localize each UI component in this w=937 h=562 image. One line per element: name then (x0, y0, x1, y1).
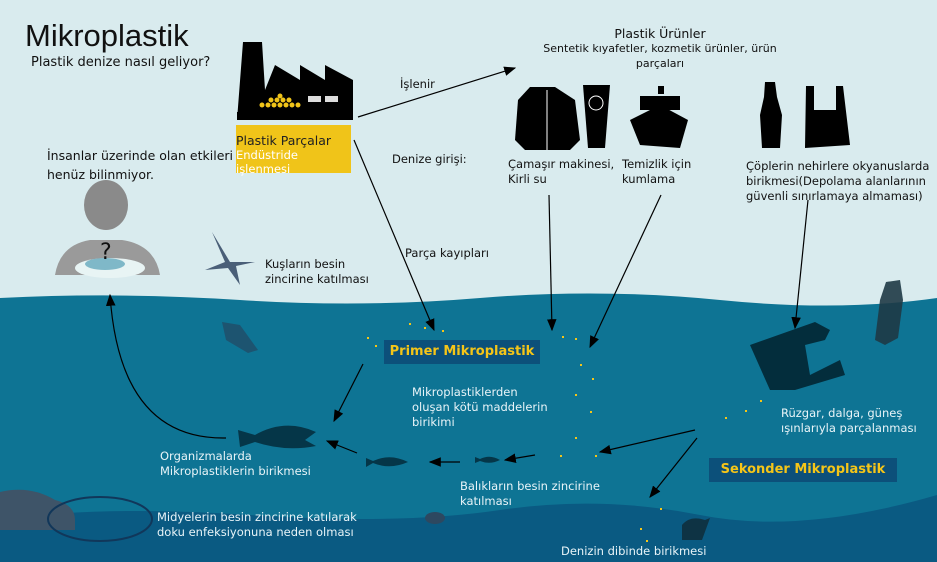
page-subtitle: Plastik denize nasıl geliyor? (31, 55, 211, 70)
debris-icon (222, 322, 258, 353)
ship-icon (630, 86, 688, 148)
primary-microplastic-box: Primer Mikroplastik (384, 340, 540, 364)
products-subtitle: Sentetik kıyafetler, kozmetik ürünler, ü… (543, 42, 777, 70)
washing-label: Çamaşır makinesi,Kirli su (508, 157, 614, 187)
organisms-line: Mikroplastiklerin birikmesi (160, 464, 311, 478)
fishing-net-icon (47, 496, 153, 542)
mussels-line: Midyelerin besin zincirine katılarak (157, 510, 357, 524)
harmful-line: Mikroplastiklerden (412, 385, 518, 399)
large-fish-icon (238, 425, 316, 449)
secondary-microplastic-box: Sekonder Mikroplastik (709, 458, 897, 482)
birds-line: zincirine katılması (265, 272, 369, 286)
cleaning-line: Temizlik için (622, 157, 692, 171)
processed-label: İşlenir (400, 77, 435, 91)
person-icon (55, 180, 160, 278)
products-title: Plastik Ürünler (614, 26, 706, 41)
bird-icon (205, 232, 255, 285)
factory-label-top: Plastik Parçalar (236, 133, 332, 148)
cleaning-line: kumlama (622, 172, 676, 186)
fish-chain-line: Balıkların besin zincirine (460, 479, 600, 493)
waste-line: Çöplerin nehirlere okyanuslarda (746, 159, 930, 173)
washing-line: Çamaşır makinesi, (508, 157, 615, 171)
washing-line: Kirli su (508, 172, 547, 186)
human-line: İnsanlar üzerinde olan etkileri (47, 148, 234, 163)
microplastic-particles (367, 323, 762, 542)
small-fish-icon (366, 457, 408, 467)
seabed-label: Denizin dibinde birikmesi (561, 544, 707, 558)
products-heading: Plastik Ürünler Sentetik kıyafetler, koz… (535, 26, 785, 71)
bottle-icon (760, 82, 782, 148)
floating-bottle-icon (875, 280, 903, 345)
fish-chain-line: katılması (460, 494, 512, 508)
part-loss-label: Parça kayıpları (405, 246, 489, 260)
floating-bag-icon (750, 322, 845, 390)
mussels-line: doku enfeksiyonuna neden olması (157, 525, 354, 539)
seabed-bottle-icon (682, 518, 710, 540)
sea-floor (0, 495, 937, 562)
waste-line: birikmesi(Depolama alanlarının (746, 174, 926, 188)
breakdown-line: ışınlarıyla parçalanması (781, 421, 917, 435)
breakdown-line: Rüzgar, dalga, güneş (781, 406, 903, 420)
crab-icon (425, 512, 445, 524)
factory-label-bottom: Endüstride işlenmesi (236, 148, 298, 176)
harmful-line: oluşan kötü maddelerin (412, 400, 548, 414)
jacket-icon (515, 87, 580, 150)
sea (0, 293, 937, 562)
human-effects-label: İnsanlar üzerinde olan etkileri henüz bil… (47, 146, 233, 184)
rock-icon (0, 489, 75, 530)
cosmetic-tube-icon (583, 85, 610, 148)
birds-line: Kuşların besin (265, 257, 346, 271)
flow-arrows (105, 66, 809, 498)
factory-icon (237, 42, 353, 120)
tiny-fish-icon (475, 456, 500, 463)
harmful-line: birikimi (412, 415, 455, 429)
factory-label: Plastik Parçalar Endüstride işlenmesi (236, 125, 351, 176)
organisms-line: Organizmalarda (160, 449, 252, 463)
waste-line: güvenli sınırlamaya almaması) (746, 189, 923, 203)
human-line: henüz bilinmiyor. (47, 167, 154, 182)
page-title: Mikroplastik (25, 18, 189, 53)
question-mark: ? (100, 240, 112, 265)
sea-entry-label: Denize girişi: (392, 152, 467, 166)
plastic-bag-icon (805, 86, 850, 148)
